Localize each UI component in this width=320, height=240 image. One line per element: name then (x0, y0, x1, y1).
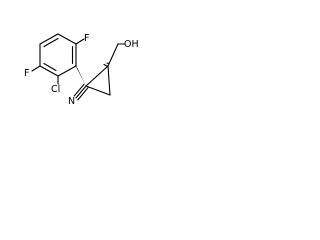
nitrile-bond-1 (75, 85, 87, 99)
atom-label-cl: Cl (51, 84, 60, 95)
hash-mark-2 (103, 64, 108, 67)
structure-canvas: F F Cl N OH (0, 0, 152, 152)
ring-double-bond-3 (43, 62, 57, 72)
hash-mark-1 (106, 62, 110, 65)
hashed-bond-marks (103, 62, 110, 67)
bond-ch2 (107, 43, 119, 67)
bond-to-f-left (31, 65, 41, 72)
cyclopropane-bond-1 (85, 65, 109, 87)
ring-double-bond-1 (43, 37, 59, 48)
molecule-structure: F F Cl N OH (24, 33, 139, 107)
atom-label-f-left: F (24, 68, 29, 79)
cyclopropane-bond-2 (107, 65, 111, 96)
substituent-bonds (31, 38, 126, 101)
bond-to-f-top (75, 38, 85, 45)
atom-label-oh: OH (124, 39, 139, 50)
benzene-ring (39, 33, 77, 77)
nitrile-bond-2 (73, 83, 85, 97)
atom-label-n: N (68, 96, 75, 107)
ring-bond-3 (57, 33, 77, 45)
ring-bond-2 (39, 33, 59, 45)
cyclopropane-bond-3 (85, 85, 111, 96)
ring-bond-6 (39, 65, 59, 77)
wedge-bond-aryl (74, 64, 86, 86)
ring-bond-5 (57, 65, 77, 77)
nitrile-bond-3 (77, 87, 89, 101)
atom-label-f-top: F (84, 33, 89, 44)
